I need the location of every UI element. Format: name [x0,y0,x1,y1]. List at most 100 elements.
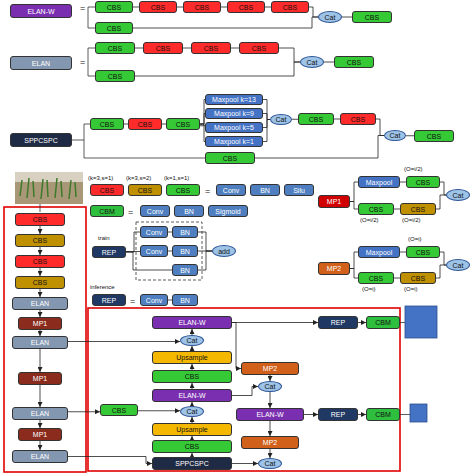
node-text: Upsample [176,354,208,361]
layer-box: Silu [284,184,314,196]
node-text: REP [102,249,116,256]
connector [436,265,446,278]
connector [232,387,258,396]
input-photo-sky [15,172,83,182]
backbone-frame [4,207,86,472]
connector [263,120,270,142]
node-text: Maxpool k=5 [214,124,254,131]
annotation-label: (O=i) [408,236,422,242]
connector [324,62,334,63]
cbm-block: CBM [366,408,400,421]
node-text: CBS [33,279,47,286]
node-text: CBM [375,411,391,418]
node-text: CBS [107,4,121,11]
connector [135,48,143,49]
connector [358,414,366,415]
layer-box: Sigmoid [208,205,248,217]
connector [198,232,212,251]
cbs-block: CBS [205,152,255,164]
node-text: ELAN-W [256,411,283,418]
mp1-block: MP1 [18,372,62,385]
node-text: CBS [365,14,379,21]
connector [232,463,258,464]
node-text: BN [180,229,190,236]
concat-ellipse: Cat [258,458,282,469]
elan-w-block: ELAN-W [152,389,232,402]
mp2-block: MP2 [241,362,299,375]
node-text: Conv [146,229,162,236]
node-text: CBS [138,187,152,194]
annotation-label: = [205,187,210,196]
node-text: CBS [185,443,199,450]
node-text: CBS [411,275,425,282]
layer-box: Conv [140,226,168,238]
node-text: CBS [33,216,47,223]
cbs-block: CBS [400,203,436,215]
node-text: Cat [187,408,198,415]
connector [376,119,384,136]
node-text: MP1 [33,320,47,327]
rep-block: REP [318,408,358,421]
connector [183,48,191,49]
upsample-box: Upsample [152,423,232,436]
node-text: REP [102,297,116,304]
layer-box: Conv [216,184,246,196]
cbs-block: CBS [95,42,135,54]
cbs-block: CBS [152,440,232,453]
rep-block: REP [92,294,126,306]
node-text: ELAN [31,339,49,346]
cbs-block: CBS [15,255,65,268]
node-text: Cat [453,262,464,269]
cbs-block: CBS [406,246,440,258]
elan-block: ELAN [12,297,68,310]
connector [342,17,352,18]
node-text: CBS [416,249,430,256]
elan-w-block: ELAN-W [236,408,304,421]
node-text: CBS [108,45,122,52]
connector [40,289,41,297]
cbs-block: CBS [128,118,162,130]
node-text: CBS [107,25,121,32]
connector [263,120,270,128]
node-text: MP1 [33,431,47,438]
node-text: ELAN-W [178,392,205,399]
connector [406,135,414,136]
cbs-block: CBS [414,130,454,142]
node-text: CBS [138,121,152,128]
connector [138,410,180,411]
connector [270,449,271,458]
node-text: MP2 [327,265,341,272]
connector [263,114,270,120]
connector [40,226,41,234]
cbs-block: CBS [15,234,65,247]
maxpool-box: Maxpool k=9 [205,108,263,119]
cbs-block: CBS [139,1,177,13]
layer-box: BN [172,264,198,276]
node-text: BN [180,297,190,304]
node-text: CBS [156,45,170,52]
concat-ellipse: Cat [180,335,204,346]
mp1-block: MP1 [318,195,350,208]
connector [440,182,446,195]
connector [270,392,271,408]
connector [68,457,152,464]
node-text: ELAN-W [178,319,205,326]
connector [40,310,41,317]
node-text: REP [331,411,345,418]
node-text: Conv [146,297,162,304]
head-frame [88,308,400,471]
sppcspc-block: SPPCSPC [10,133,72,147]
layer-box: BN [174,205,204,217]
cbs-block: CBS [271,1,309,13]
node-text: Maxpool k=13 [212,96,256,103]
output-square [405,306,437,338]
cbs-block: CBS [358,203,394,215]
elan-block: ELAN [12,450,68,463]
connector [436,195,446,209]
node-text: add [218,248,230,255]
node-text: CBM [375,319,391,326]
connector [350,252,358,269]
node-text: CBS [411,206,425,213]
